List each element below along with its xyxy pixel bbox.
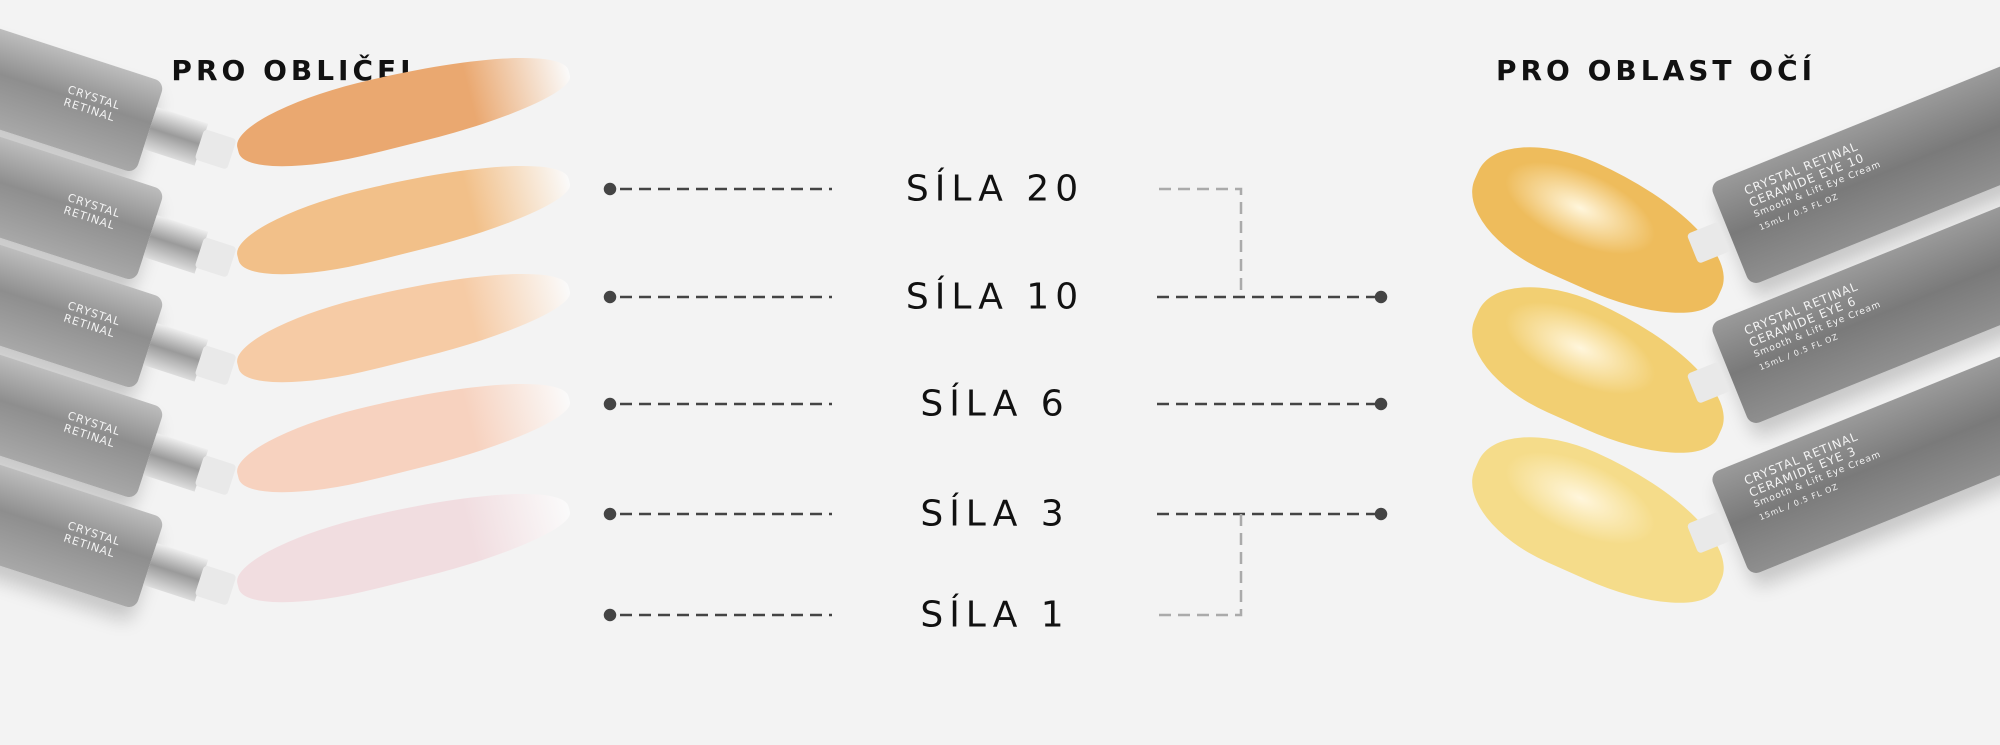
connector-dot xyxy=(603,290,617,304)
bracket-connector xyxy=(1159,514,1243,617)
strength-label-10: SÍLA 10 xyxy=(905,276,1085,318)
connector-dot xyxy=(1374,397,1388,411)
connector-dot xyxy=(603,182,617,196)
strength-label-20: SÍLA 20 xyxy=(905,168,1085,210)
connector-dot xyxy=(1374,290,1388,304)
connector-dot xyxy=(603,397,617,411)
strength-label-1: SÍLA 1 xyxy=(920,594,1070,636)
strength-label-6: SÍLA 6 xyxy=(920,383,1070,425)
connector-dot xyxy=(603,507,617,521)
strength-label-3: SÍLA 3 xyxy=(920,493,1070,535)
bracket-connector xyxy=(1159,187,1243,297)
connector-dot xyxy=(1374,507,1388,521)
connector-dot xyxy=(603,608,617,622)
page-title-eye: PRO OBLAST OČÍ xyxy=(1495,54,1817,87)
